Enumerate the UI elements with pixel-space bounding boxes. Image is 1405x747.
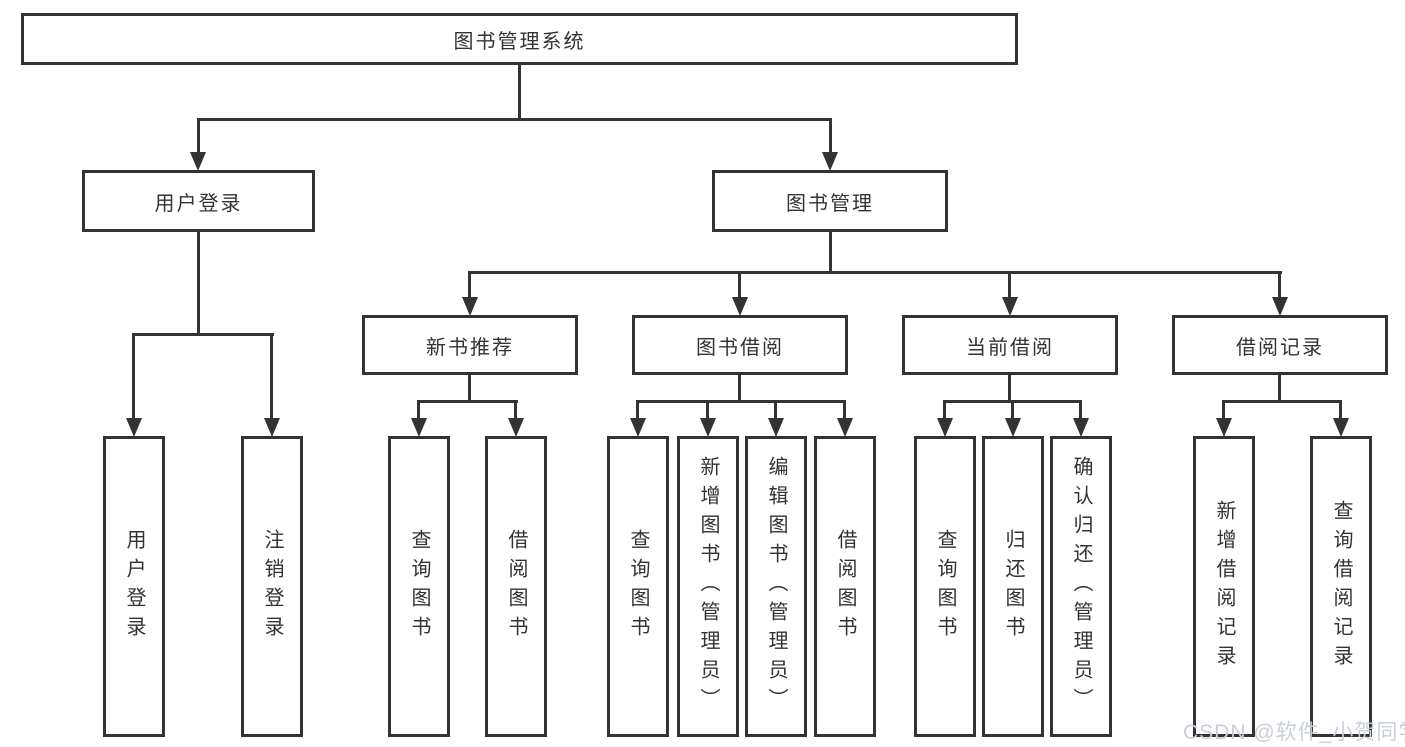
node-user-login-label: 用户登录 [154,192,243,215]
node-book-management-label: 图书管理 [786,192,874,215]
connector-line [270,333,273,420]
leaf-records-query-record-label: 查询借阅记录 [1330,499,1352,674]
connector-line [132,333,274,336]
arrow-down-icon [1073,418,1089,437]
arrow-down-icon [700,418,716,437]
node-user-login: 用户登录 [82,170,315,232]
leaf-user-login-label: 用户登录 [123,528,145,645]
connector-line [197,118,200,154]
node-book-management: 图书管理 [712,170,948,232]
leaf-borrowing-borrow-books-label: 借阅图书 [834,528,856,645]
leaf-current-confirm-return-admin: 确认归还（管理员） [1050,436,1112,737]
connector-line [417,400,420,420]
leaf-current-return-books-label: 归还图书 [1002,528,1024,645]
leaf-newbooks-borrow-books-label: 借阅图书 [505,528,527,645]
connector-line [943,400,946,420]
connector-line [829,118,832,154]
leaf-current-query-books-label: 查询图书 [934,528,956,645]
connector-line [417,400,518,403]
leaf-borrowing-query-books: 查询图书 [607,436,669,737]
node-current-borrowing-label: 当前借阅 [966,336,1054,359]
node-new-book-recommend: 新书推荐 [362,315,578,375]
connector-line [1222,400,1342,403]
leaf-borrowing-query-books-label: 查询图书 [627,528,649,645]
node-root: 图书管理系统 [21,13,1018,65]
arrow-down-icon [462,297,478,316]
leaf-records-add-record-label: 新增借阅记录 [1213,499,1235,674]
connector-line [738,271,741,299]
connector-line [1011,400,1014,420]
connector-line [468,375,471,403]
node-root-label: 图书管理系统 [453,30,586,53]
leaf-logout: 注销登录 [241,436,303,737]
connector-line [738,375,741,403]
connector-line [1222,400,1225,420]
arrow-down-icon [1002,297,1018,316]
arrow-down-icon [1216,418,1232,437]
leaf-current-query-books: 查询图书 [914,436,976,737]
node-new-book-recommend-label: 新书推荐 [426,336,514,359]
leaf-newbooks-query-books-label: 查询图书 [408,528,430,645]
connector-line [197,118,832,121]
arrow-down-icon [732,297,748,316]
connector-line [514,400,517,420]
arrow-down-icon [411,418,427,437]
arrow-down-icon [837,418,853,437]
connector-line [774,400,777,420]
connector-line [132,333,135,420]
arrow-down-icon [937,418,953,437]
connector-line [1008,271,1011,299]
connector-line [636,400,639,420]
arrow-down-icon [264,418,280,437]
leaf-borrowing-add-books-admin: 新增图书（管理员） [677,436,739,737]
leaf-logout-label: 注销登录 [261,528,283,645]
connector-line [1008,375,1011,403]
leaf-newbooks-borrow-books: 借阅图书 [485,436,547,737]
leaf-borrowing-borrow-books: 借阅图书 [814,436,876,737]
leaf-borrowing-add-books-admin-label: 新增图书（管理员） [697,456,719,717]
connector-line [468,271,471,299]
node-borrowing-records: 借阅记录 [1172,315,1388,375]
node-borrowing-records-label: 借阅记录 [1236,336,1324,359]
connector-line [1339,400,1342,420]
leaf-borrowing-edit-books-admin-label: 编辑图书（管理员） [765,456,787,717]
leaf-current-return-books: 归还图书 [982,436,1044,737]
arrow-down-icon [126,418,142,437]
csdn-watermark: CSDN @软件_小贺同学 [1183,721,1405,744]
connector-line [468,271,1282,274]
node-current-borrowing: 当前借阅 [902,315,1118,375]
node-book-borrowing: 图书借阅 [632,315,848,375]
connector-line [518,65,521,121]
node-book-borrowing-label: 图书借阅 [696,336,784,359]
leaf-borrowing-edit-books-admin: 编辑图书（管理员） [745,436,807,737]
leaf-newbooks-query-books: 查询图书 [388,436,450,737]
leaf-records-query-record: 查询借阅记录 [1310,436,1372,737]
arrow-down-icon [1272,297,1288,316]
leaf-current-confirm-return-admin-label: 确认归还（管理员） [1070,456,1092,717]
connector-line [636,400,846,403]
connector-line [843,400,846,420]
arrow-down-icon [508,418,524,437]
arrow-down-icon [822,152,838,171]
leaf-records-add-record: 新增借阅记录 [1193,436,1255,737]
connector-line [197,232,200,336]
connector-line [1079,400,1082,420]
connector-line [706,400,709,420]
leaf-user-login: 用户登录 [103,436,165,737]
arrow-down-icon [1333,418,1349,437]
arrow-down-icon [190,152,206,171]
connector-line [1278,375,1281,403]
arrow-down-icon [630,418,646,437]
arrow-down-icon [1005,418,1021,437]
arrow-down-icon [768,418,784,437]
connector-line [1278,271,1281,299]
connector-line [829,232,832,274]
